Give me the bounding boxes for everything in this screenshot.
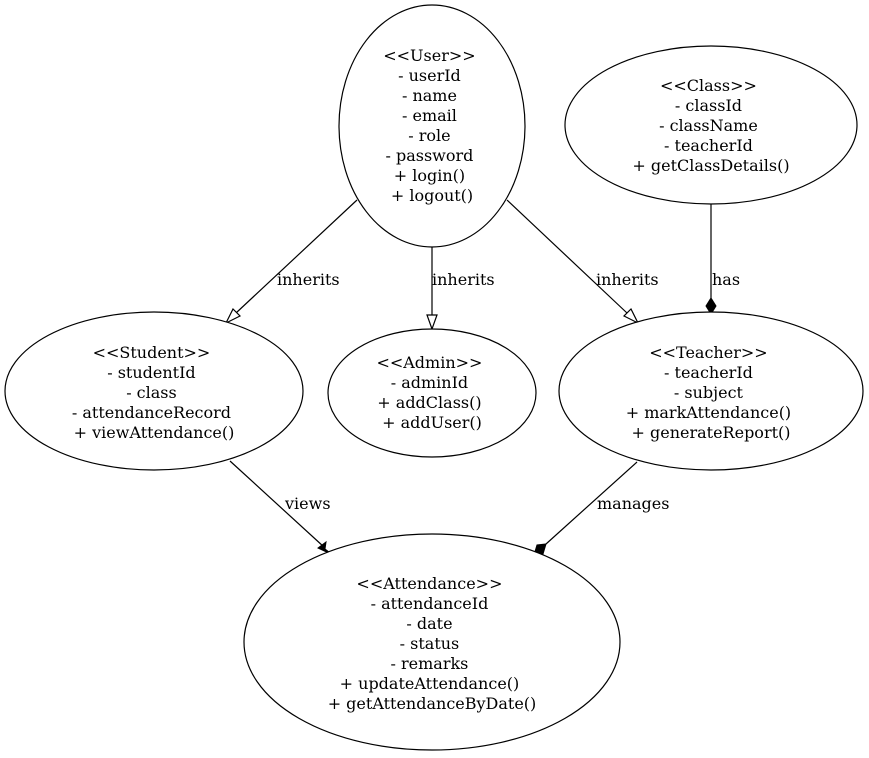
node-ellipse bbox=[564, 45, 858, 205]
edge-line bbox=[229, 460, 325, 548]
node-attribute: - teacherId bbox=[664, 136, 753, 155]
node-ellipse bbox=[243, 533, 621, 751]
node-attribute: - attendanceId bbox=[371, 594, 489, 613]
node-text: <<Attendance>> - attendanceId - date - s… bbox=[328, 574, 537, 713]
node-attribute: - adminId bbox=[391, 373, 468, 392]
node-stereotype: <<Class>> bbox=[660, 76, 757, 95]
edge-label-has: has bbox=[712, 270, 740, 289]
edge-line bbox=[545, 461, 638, 545]
edge-label-inherits: inherits bbox=[277, 270, 340, 289]
node-text: <<User>> - userId - name - email - role … bbox=[383, 46, 481, 205]
node-method: + addClass() bbox=[377, 393, 481, 412]
node-attribute: - status bbox=[400, 634, 460, 653]
inheritance-arrowhead-icon bbox=[426, 314, 438, 331]
node-attribute: - email bbox=[402, 106, 457, 125]
node-method: + markAttendance() bbox=[626, 403, 791, 422]
edge-user-teacher: inherits bbox=[506, 199, 659, 325]
node-method: + logout() bbox=[391, 186, 473, 205]
inheritance-arrowhead-icon bbox=[224, 307, 242, 325]
node-text: <<Student>> - studentId - class - attend… bbox=[72, 343, 236, 442]
edge-label-inherits: inherits bbox=[432, 270, 495, 289]
node-ellipse bbox=[338, 4, 526, 248]
class-node-teacher: <<Teacher>> - teacherId - subject + mark… bbox=[558, 311, 864, 471]
node-text: <<Class>> - classId - className - teache… bbox=[632, 76, 789, 175]
edge-label-manages: manages bbox=[597, 494, 669, 513]
class-node-admin: <<Admin>> - adminId + addClass() + addUs… bbox=[327, 328, 537, 458]
class-node-user: <<User>> - userId - name - email - role … bbox=[338, 4, 526, 248]
node-text: <<Admin>> - adminId + addClass() + addUs… bbox=[376, 353, 487, 432]
node-attribute: - attendanceRecord bbox=[72, 403, 231, 422]
node-stereotype: <<User>> bbox=[383, 46, 475, 65]
node-attribute: - subject bbox=[674, 383, 744, 402]
node-method: + login() bbox=[394, 166, 465, 185]
node-method: + addUser() bbox=[382, 413, 482, 432]
edge-line bbox=[235, 199, 358, 314]
node-method: + updateAttendance() bbox=[340, 674, 520, 693]
edge-user-student: inherits bbox=[224, 199, 358, 325]
edge-line bbox=[506, 199, 628, 314]
node-ellipse bbox=[327, 328, 537, 458]
node-attribute: - className bbox=[659, 116, 758, 135]
edge-label-inherits: inherits bbox=[596, 270, 659, 289]
node-method: + viewAttendance() bbox=[74, 423, 235, 442]
edge-label-views: views bbox=[284, 494, 331, 513]
class-node-class: <<Class>> - classId - className - teache… bbox=[564, 45, 858, 205]
node-stereotype: <<Student>> bbox=[93, 343, 211, 362]
class-node-attendance: <<Attendance>> - attendanceId - date - s… bbox=[243, 533, 621, 751]
node-stereotype: <<Admin>> bbox=[376, 353, 482, 372]
node-attribute: - password bbox=[385, 146, 473, 165]
node-attribute: - date bbox=[406, 614, 452, 633]
node-attribute: - role bbox=[408, 126, 450, 145]
node-attribute: - userId bbox=[398, 66, 461, 85]
node-method: + getAttendanceByDate() bbox=[328, 694, 537, 713]
node-attribute: - name bbox=[402, 86, 457, 105]
node-method: + getClassDetails() bbox=[632, 156, 789, 175]
node-ellipse bbox=[4, 311, 304, 471]
class-node-student: <<Student>> - studentId - class - attend… bbox=[4, 311, 304, 471]
node-attribute: - classId bbox=[675, 96, 742, 115]
node-attribute: - teacherId bbox=[664, 363, 753, 382]
edge-class-teacher: has bbox=[705, 204, 740, 315]
dependency-arrowhead-icon bbox=[317, 540, 334, 556]
edge-teacher-attendance: manages bbox=[533, 461, 669, 556]
node-text: <<Teacher>> - teacherId - subject + mark… bbox=[626, 343, 797, 442]
edge-student-attendance: views bbox=[229, 460, 334, 556]
node-ellipse bbox=[558, 311, 864, 471]
node-stereotype: <<Attendance>> bbox=[356, 574, 502, 593]
node-attribute: - class bbox=[126, 383, 177, 402]
node-method: + generateReport() bbox=[631, 423, 790, 442]
node-stereotype: <<Teacher>> bbox=[649, 343, 767, 362]
inheritance-arrowhead-icon bbox=[622, 307, 640, 325]
node-attribute: - remarks bbox=[391, 654, 469, 673]
node-attribute: - studentId bbox=[107, 363, 195, 382]
edge-user-admin: inherits bbox=[426, 247, 495, 331]
